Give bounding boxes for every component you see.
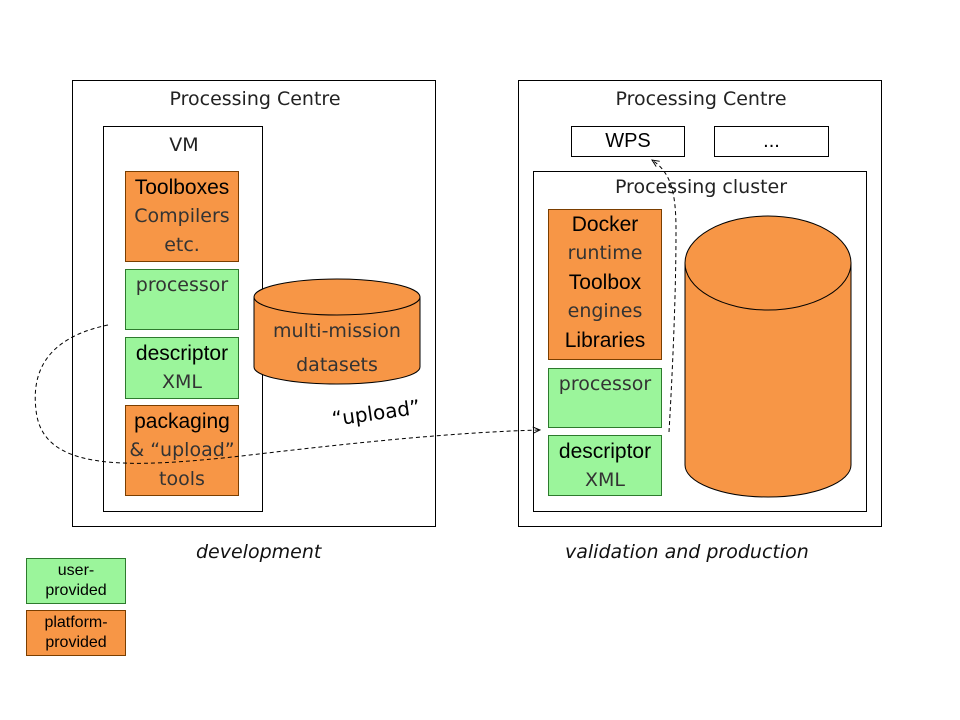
toolboxes-line2: Compilers xyxy=(134,205,230,227)
toolboxes-line1: Toolboxes xyxy=(134,176,230,199)
descriptor-line1-right: descriptor xyxy=(558,440,652,463)
docker-box: Docker runtime Toolbox engines Libraries xyxy=(548,209,662,360)
processor-label-right: processor xyxy=(558,373,652,395)
legend-user-line2: provided xyxy=(45,582,107,599)
descriptor-box-left: descriptor XML xyxy=(125,337,239,399)
legend-user-line1: user- xyxy=(57,562,95,579)
descriptor-line2-left: XML xyxy=(162,371,202,393)
toolboxes-line3: etc. xyxy=(164,234,200,256)
wps-box: WPS xyxy=(571,126,685,157)
datasets-label: multi-mission datasets xyxy=(254,314,420,382)
legend-platform-line1: platform- xyxy=(44,614,108,631)
descriptor-line2-right: XML xyxy=(585,469,625,491)
descriptor-line1-left: descriptor xyxy=(135,342,229,365)
legend-platform-provided: platform- provided xyxy=(26,610,126,656)
processor-box-left: processor xyxy=(125,269,239,330)
right-centre-title: Processing Centre xyxy=(615,88,787,110)
docker-line1: Docker xyxy=(571,213,639,236)
vm-label: VM xyxy=(169,134,199,156)
docker-line3: Toolbox xyxy=(568,271,642,294)
packaging-box: packaging & “upload” tools xyxy=(125,405,239,496)
datasets-line1: multi-mission xyxy=(273,320,401,342)
datasets-line2: datasets xyxy=(296,354,378,376)
development-caption: development xyxy=(196,541,322,563)
toolboxes-box: Toolboxes Compilers etc. xyxy=(125,171,239,262)
packaging-line1: packaging xyxy=(134,410,230,433)
descriptor-box-right: descriptor XML xyxy=(548,435,662,496)
packaging-line3: tools xyxy=(159,468,205,490)
docker-line2: runtime xyxy=(567,242,643,264)
validation-production-caption: validation and production xyxy=(565,541,809,563)
docker-line5: Libraries xyxy=(564,329,646,352)
packaging-line2: & “upload” xyxy=(129,439,235,461)
other-service-box: ... xyxy=(714,126,829,157)
docker-line4: engines xyxy=(567,300,643,322)
legend-platform-line2: provided xyxy=(45,634,107,651)
processor-label-left: processor xyxy=(135,274,229,296)
processor-box-right: processor xyxy=(548,368,662,428)
left-centre-title: Processing Centre xyxy=(169,88,341,110)
legend-user-provided: user- provided xyxy=(26,558,126,604)
cluster-title: Processing cluster xyxy=(614,176,788,198)
